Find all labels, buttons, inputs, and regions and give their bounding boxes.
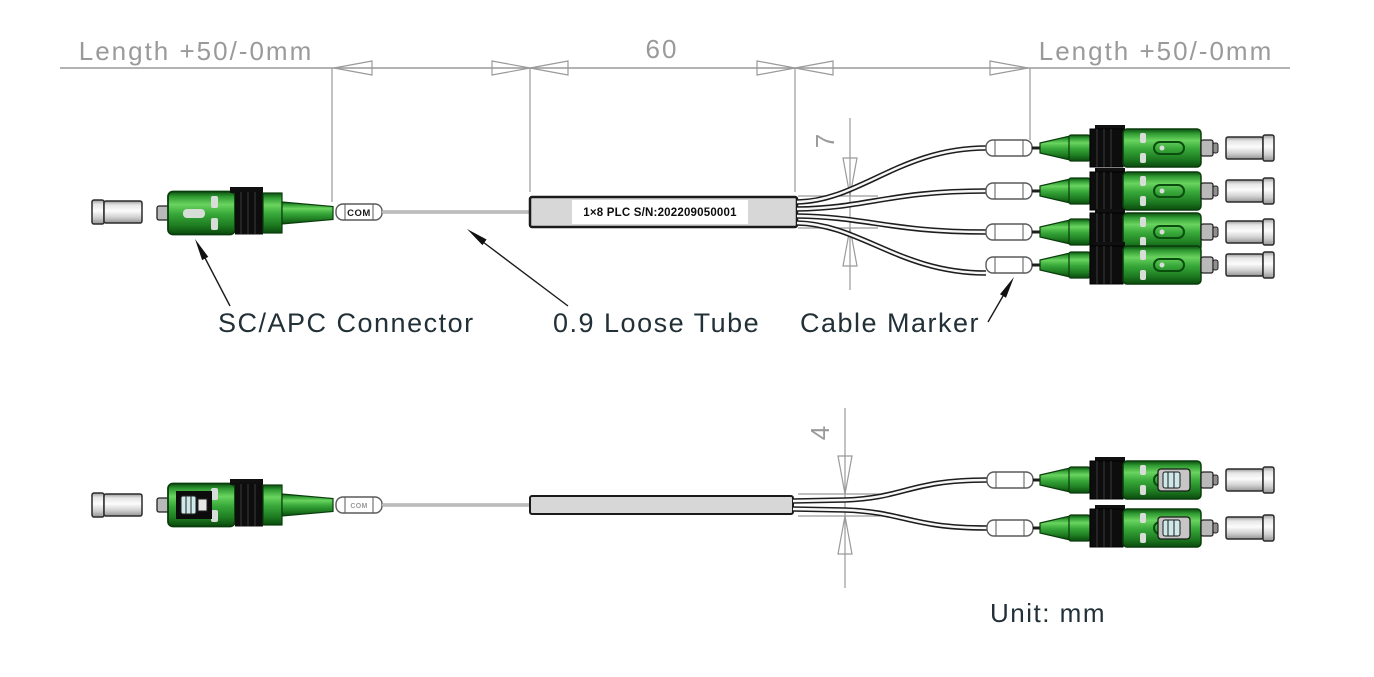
output-cable-marker — [985, 223, 1033, 241]
dust-cap — [1225, 134, 1275, 162]
output-sc-apc-connector — [1039, 124, 1219, 168]
output-sc-apc-connector — [1039, 241, 1219, 285]
output-leg-3 — [985, 208, 1275, 252]
output-fibers — [796, 145, 987, 276]
dim-arrow-right-icon — [989, 60, 1029, 76]
output-cable-marker — [986, 471, 1034, 489]
output-leg-1 — [986, 456, 1275, 500]
input-sc-apc-connector — [156, 186, 334, 236]
splitter-tube — [528, 195, 799, 229]
output-cable-marker — [985, 182, 1033, 200]
callout-cable-marker: Cable Marker — [800, 308, 980, 338]
top-dimension-line — [60, 60, 1290, 202]
leader-arrow-icon — [1000, 277, 1014, 298]
connector-ferrule-detail — [1157, 468, 1191, 492]
top-view-assembly — [91, 124, 1275, 285]
callout-sc-apc-connector: SC/APC Connector — [218, 308, 475, 338]
output-cable-marker — [985, 139, 1033, 157]
connector-ferrule-detail — [1157, 516, 1191, 540]
dust-cap — [1225, 251, 1275, 279]
dimension-splitter-length: 60 — [646, 34, 679, 64]
dim-arrow-up-icon — [837, 515, 853, 555]
output-cable-marker — [986, 519, 1034, 537]
output-sc-apc-connector — [1039, 208, 1219, 252]
leader-arrow-icon — [467, 229, 487, 246]
output-leg-1 — [985, 124, 1275, 168]
output-leg-2 — [985, 167, 1275, 211]
dimension-fanout-top: 7 — [810, 132, 840, 148]
dust-cap — [1225, 177, 1275, 205]
splitter-tube-label: 1×8 PLC S/N:202209050001 — [583, 207, 737, 219]
dust-cap — [1225, 466, 1275, 494]
dim-arrow-down-icon — [842, 157, 858, 197]
dim-arrow-icon — [529, 60, 569, 76]
dust-cap — [1225, 514, 1275, 542]
callout-loose-tube: 0.9 Loose Tube — [553, 308, 760, 338]
callout-leaders — [195, 229, 1014, 323]
connector-ferrule-detail — [175, 490, 213, 520]
dust-cap — [1225, 218, 1275, 246]
dimension-input-length: Length +50/-0mm — [79, 36, 314, 66]
dim-arrow-icon — [794, 60, 834, 76]
leader-arrow-icon — [195, 239, 209, 261]
bottom-view-assembly — [91, 456, 1275, 548]
dim-arrow-icon — [756, 60, 796, 76]
dust-cap — [91, 199, 143, 225]
input-marker-label-bottom: COM — [350, 503, 367, 510]
input-marker-label: COM — [347, 208, 371, 219]
dim-arrow-icon — [491, 60, 531, 76]
dim-arrow-left-icon — [333, 60, 373, 76]
output-leg-4 — [985, 241, 1275, 285]
dimension-fanout-bottom: 4 — [805, 424, 835, 440]
output-cable-marker — [985, 256, 1033, 274]
dust-cap — [91, 492, 143, 518]
unit-note: Unit: mm — [990, 598, 1106, 628]
output-fibers — [792, 477, 988, 531]
splitter-tube — [529, 495, 794, 515]
output-sc-apc-connector — [1039, 456, 1219, 500]
dim-arrow-down-icon — [837, 455, 853, 495]
output-sc-apc-connector — [1039, 167, 1219, 211]
output-leg-2 — [986, 504, 1275, 548]
output-sc-apc-connector — [1039, 504, 1219, 548]
dim-arrow-up-icon — [842, 227, 858, 267]
dimension-output-length: Length +50/-0mm — [1039, 36, 1274, 66]
